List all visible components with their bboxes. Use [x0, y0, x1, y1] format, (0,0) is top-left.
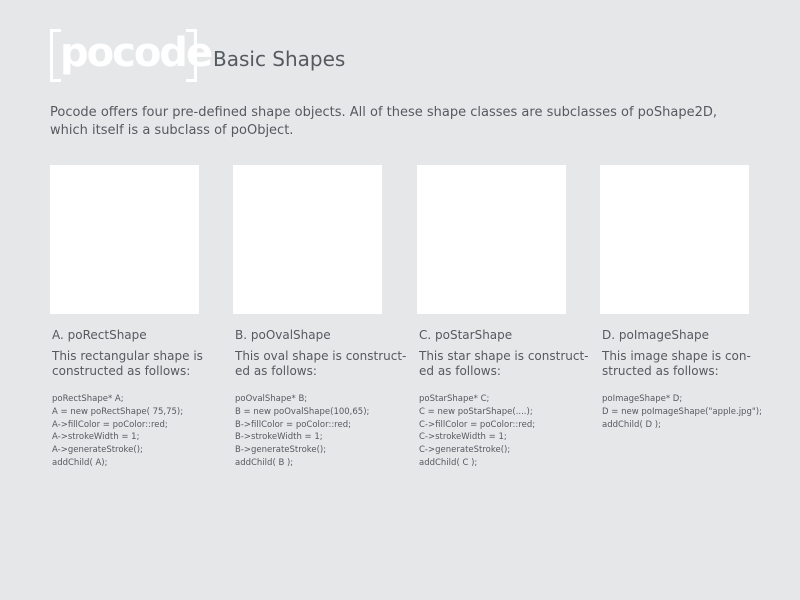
logo-right-bracket: [186, 29, 197, 82]
code-line: A->strokeWidth = 1;: [52, 432, 140, 443]
card-description: This star shape is construct- ed as foll…: [419, 349, 589, 379]
description-line: This image shape is con-: [602, 349, 751, 363]
code-line: addChild( C );: [419, 457, 478, 468]
description-line: constructed as follows:: [52, 364, 191, 378]
code-line: poOvalShape* B;: [235, 394, 308, 404]
description-line: ed as follows:: [419, 364, 501, 378]
card-title: C. poStarShape: [419, 328, 513, 342]
code-line: B = new poOvalShape(100,65);: [235, 406, 370, 417]
code-snippet: poRectShape* A; A = new poRectShape( 75,…: [52, 393, 200, 470]
shape-canvas: [50, 165, 199, 314]
code-line: addChild( D );: [602, 419, 661, 430]
description-line: This oval shape is construct-: [235, 349, 407, 363]
code-line: C = new poStarShape(....);: [419, 406, 533, 417]
card-description: This oval shape is construct- ed as foll…: [235, 349, 407, 379]
logo-left-bracket: [50, 29, 61, 82]
shape-canvas: [417, 165, 566, 314]
code-snippet: poImageShape* D; D = new poImageShape("a…: [602, 393, 762, 431]
card-rect-shape: A. poRectShape This rectangular shape is…: [50, 165, 203, 470]
description-line: This rectangular shape is: [52, 349, 203, 363]
description-line: ed as follows:: [235, 364, 317, 378]
code-line: A = new poRectShape( 75,75);: [52, 406, 184, 417]
code-line: A->fillColor = poColor::red;: [52, 419, 168, 430]
card-oval-shape: B. poOvalShape This oval shape is constr…: [233, 165, 407, 470]
card-title: B. poOvalShape: [235, 328, 331, 342]
card-title: A. poRectShape: [52, 328, 147, 342]
card-image-shape: D. poImageShape This image shape is con-…: [600, 165, 762, 431]
code-line: poStarShape* C;: [419, 394, 490, 404]
card-description: This rectangular shape is constructed as…: [52, 349, 203, 379]
code-snippet: poOvalShape* B; B = new poOvalShape(100,…: [235, 393, 383, 470]
code-line: poImageShape* D;: [602, 394, 683, 404]
description-line: This star shape is construct-: [419, 349, 589, 363]
card-star-shape: C. poStarShape This star shape is constr…: [417, 165, 589, 470]
code-line: A->generateStroke();: [52, 445, 143, 456]
code-line: B->strokeWidth = 1;: [235, 432, 323, 443]
code-line: C->fillColor = poColor::red;: [419, 419, 536, 430]
code-snippet: poStarShape* C; C = new poStarShape(....…: [419, 393, 567, 470]
code-line: poRectShape* A;: [52, 394, 124, 404]
card-title: D. poImageShape: [602, 328, 709, 342]
code-line: addChild( B );: [235, 457, 294, 468]
code-line: D = new poImageShape("apple.jpg");: [602, 406, 762, 417]
description-line: structed as follows:: [602, 364, 719, 378]
code-line: C->strokeWidth = 1;: [419, 432, 507, 443]
intro-paragraph: Pocode offers four pre-defined shape obj…: [50, 105, 718, 138]
code-line: C->generateStroke();: [419, 445, 511, 456]
card-description: This image shape is con- structed as fol…: [602, 349, 752, 379]
pocode-logo: pocode: [50, 29, 213, 84]
shape-canvas: [233, 165, 382, 314]
code-line: addChild( A);: [52, 457, 108, 468]
code-line: B->generateStroke();: [235, 445, 327, 456]
shape-canvas: [600, 165, 749, 314]
page-title: Basic Shapes: [213, 47, 346, 71]
code-line: B->fillColor = poColor::red;: [235, 419, 351, 430]
